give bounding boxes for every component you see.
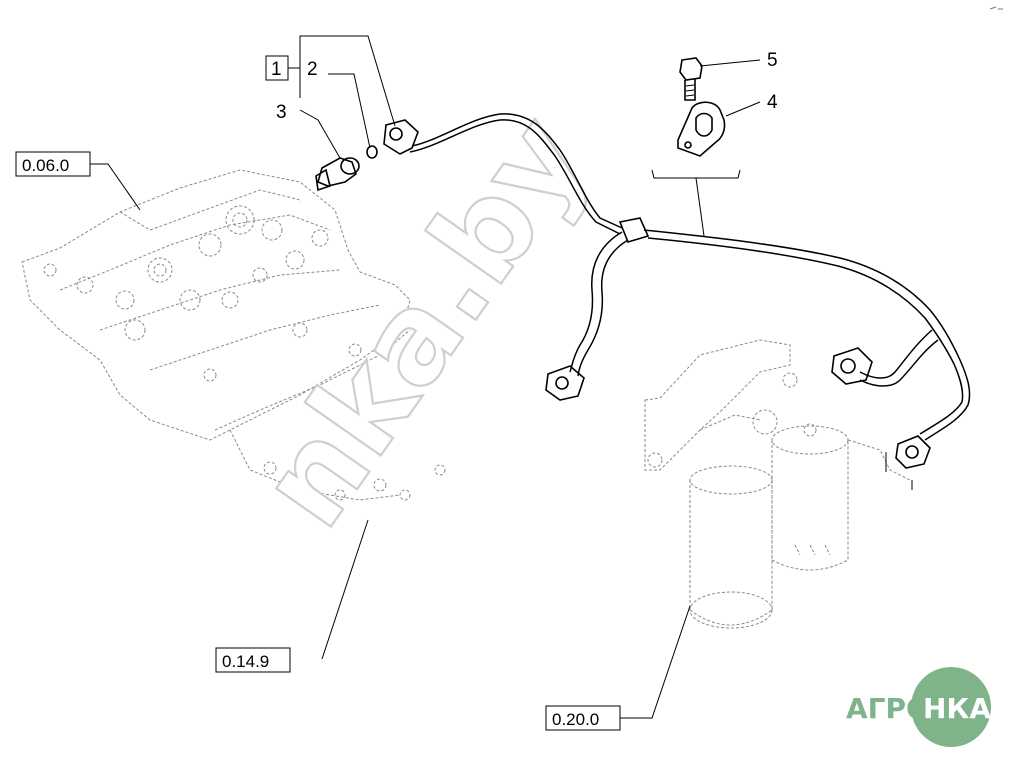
callout-label-3: 3 — [276, 102, 287, 123]
fuel-pipe-assembly-part-1 — [383, 113, 971, 469]
logo-circle — [911, 667, 991, 747]
callout-label-4: 4 — [767, 92, 778, 113]
reference-label: 0.06.0 — [22, 156, 69, 175]
callout-label-1: 1 — [271, 59, 282, 80]
callout-label-2: 2 — [307, 59, 318, 80]
seal-ring-part-2 — [366, 145, 378, 159]
callout-label-5: 5 — [767, 50, 778, 71]
callout-bracket — [90, 35, 913, 719]
reference-box-0-14-9[interactable]: 0.14.9 — [215, 647, 291, 673]
reference-box-0-06-0[interactable]: 0.06.0 — [15, 151, 91, 177]
reference-box-0-20-0[interactable]: 0.20.0 — [545, 705, 621, 731]
reference-label: 0.14.9 — [222, 652, 269, 671]
bolt-part-5 — [679, 57, 703, 101]
agronka-logo: АГРО НКА — [846, 667, 991, 747]
corner-mark — [989, 6, 1003, 10]
reference-label: 0.20.0 — [552, 710, 599, 729]
logo-text-right: НКА — [923, 692, 991, 725]
callout-1: 1 — [265, 55, 289, 81]
pipe-clamp-part-4 — [677, 101, 726, 157]
adapter-fitting-part-3 — [315, 157, 360, 192]
fuel-filter-assembly-background — [644, 339, 911, 629]
engine-block-background — [21, 169, 446, 501]
